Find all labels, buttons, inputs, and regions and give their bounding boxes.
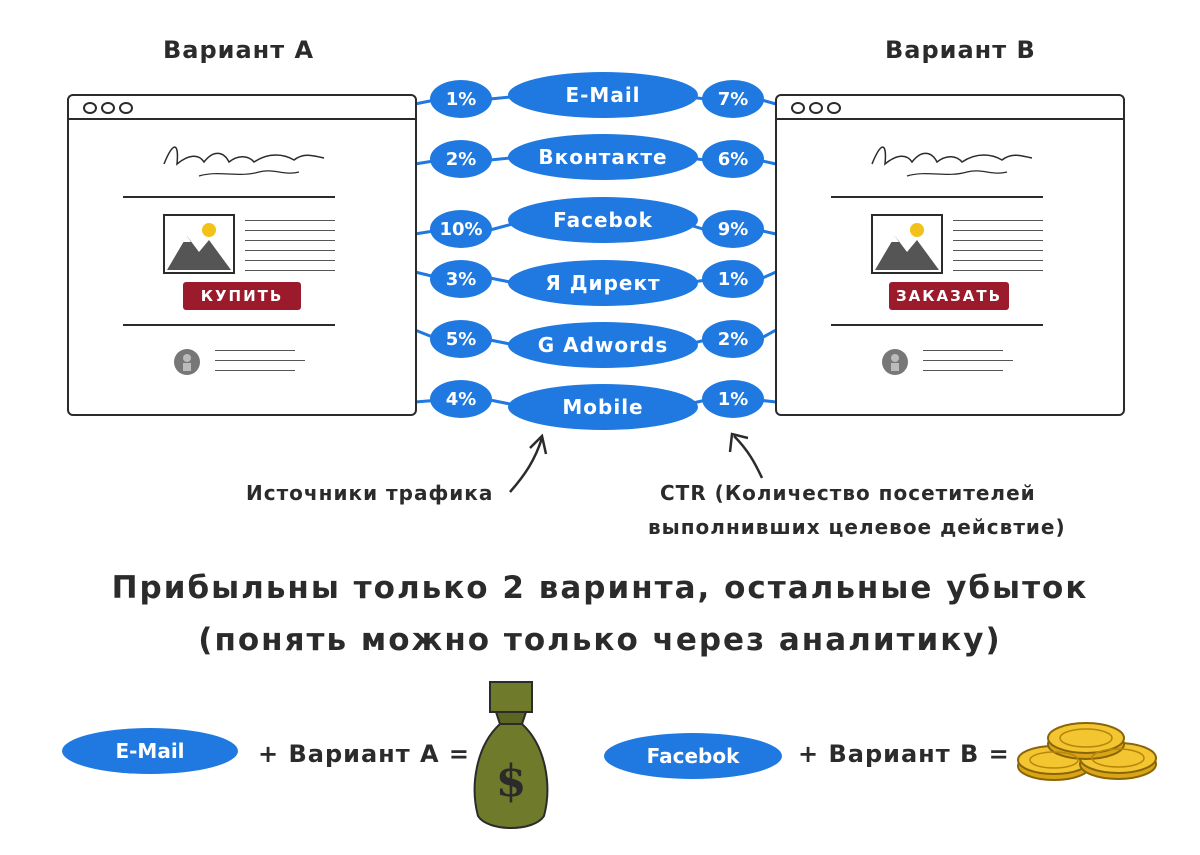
channel-yandex-direct: Я Директ <box>508 260 698 306</box>
channel-facebook: Facebok <box>508 197 698 243</box>
traffic-sources-caption: Источники трафика <box>246 481 494 505</box>
window-dot-icon <box>119 102 133 114</box>
channel-email: E-Mail <box>508 72 698 118</box>
ctr-a-google-adwords: 5% <box>430 320 492 358</box>
ctr-caption-line1: CTR (Количество посетителей <box>660 481 1036 505</box>
money-bag-icon: $ <box>473 681 549 829</box>
variant-b-title: Вариант В <box>885 36 1036 64</box>
picture-icon <box>871 214 943 274</box>
window-dot-icon <box>791 102 805 114</box>
avatar-icon <box>882 349 908 375</box>
logo-scribble-icon <box>871 146 1033 177</box>
channel-google-adwords: G Adwords <box>508 322 698 368</box>
variant-a-title: Вариант А <box>163 36 315 64</box>
window-dot-icon <box>83 102 97 114</box>
ctr-b-vkontakte: 6% <box>702 140 764 178</box>
arrow-traffic-icon <box>509 433 548 493</box>
ctr-caption-line2: выполнивших целевое дейсвтие) <box>648 515 1066 539</box>
formula-email-pill: E-Mail <box>62 728 238 774</box>
channel-mobile: Mobile <box>508 384 698 430</box>
ctr-a-yandex-direct: 3% <box>430 260 492 298</box>
formula-variant-b-text: + Вариант В = <box>798 740 1010 768</box>
ctr-b-google-adwords: 2% <box>702 320 764 358</box>
ctr-a-vkontakte: 2% <box>430 140 492 178</box>
window-dot-icon <box>809 102 823 114</box>
ctr-b-facebook: 9% <box>702 210 764 248</box>
formula-facebook-pill: Facebok <box>604 733 782 779</box>
order-button[interactable]: ЗАКАЗАТЬ <box>889 282 1009 310</box>
ctr-b-yandex-direct: 1% <box>702 260 764 298</box>
ctr-a-facebook: 10% <box>430 210 492 248</box>
avatar-icon <box>174 349 200 375</box>
picture-icon <box>163 214 235 274</box>
channel-vkontakte: Вконтакте <box>508 134 698 180</box>
window-dot-icon <box>101 102 115 114</box>
headline-line1: Прибыльны только 2 варинта, остальные уб… <box>111 570 1089 606</box>
gold-coins-icon <box>1017 722 1157 781</box>
svg-text:$: $ <box>496 756 527 807</box>
arrow-ctr-icon <box>728 432 764 479</box>
variant-b-window: ЗАКАЗАТЬ <box>775 94 1125 416</box>
logo-scribble-icon <box>163 146 325 177</box>
buy-button[interactable]: КУПИТЬ <box>183 282 301 310</box>
headline-line2: (понять можно только через аналитику) <box>198 622 1002 658</box>
ctr-b-email: 7% <box>702 80 764 118</box>
ctr-a-mobile: 4% <box>430 380 492 418</box>
ctr-a-email: 1% <box>430 80 492 118</box>
ctr-b-mobile: 1% <box>702 380 764 418</box>
window-dot-icon <box>827 102 841 114</box>
variant-a-window: КУПИТЬ <box>67 94 417 416</box>
formula-variant-a-text: + Вариант А = <box>258 740 471 768</box>
